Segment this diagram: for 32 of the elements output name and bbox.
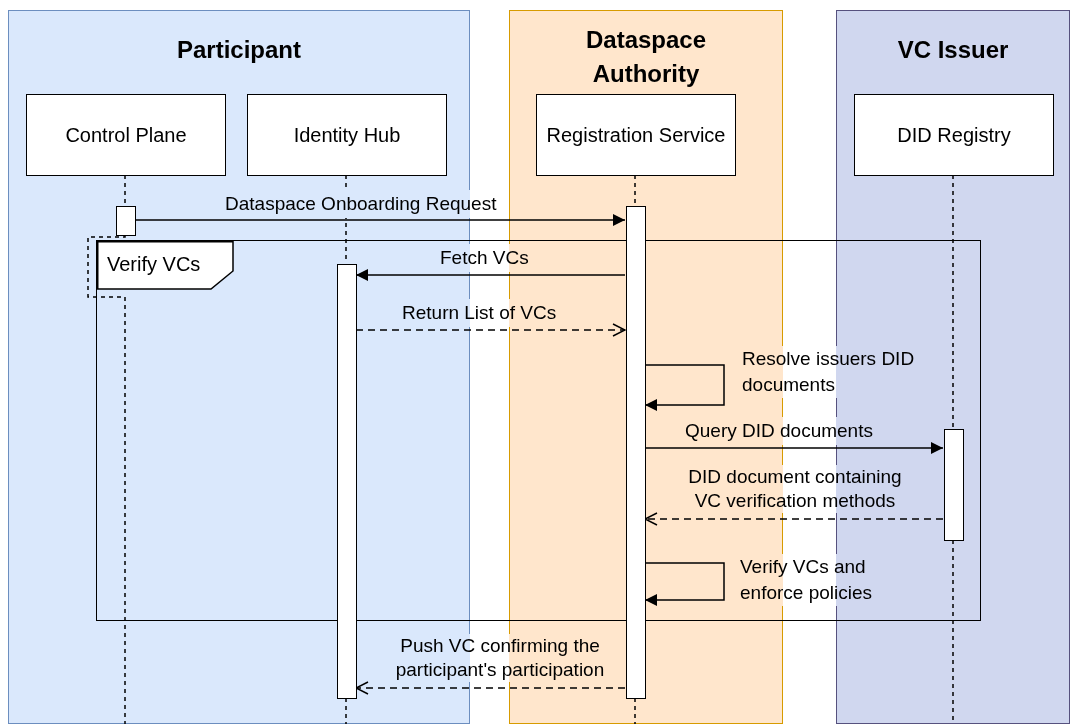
frame-label: Verify VCs [107,252,201,277]
activation-bar [626,206,646,699]
message-arrow [644,442,944,454]
lifeline [634,697,636,724]
lifeline [87,234,126,724]
lane-title: Participant [176,35,302,65]
activation-bar [116,206,136,236]
lane-title: VC Issuer [896,35,1010,65]
participant-box: Identity Hub [247,94,447,176]
fragment-tag [97,241,234,290]
participant-box: Control Plane [26,94,226,176]
lifeline [952,174,954,429]
message-arrow [644,512,944,526]
message-arrow [355,681,626,695]
message-arrow [134,214,626,226]
lifeline [124,174,126,206]
message-label: Return List of VCs [402,299,557,327]
message-arrow [355,323,626,337]
message-label: Dataspace Onboarding Request [225,190,497,218]
message-label: Fetch VCs [440,244,529,272]
activation-bar [337,264,357,699]
message-arrow [355,269,626,281]
message-label: Resolve issuers DID documents [742,346,917,398]
message-arrow [644,364,725,411]
message-label: Query DID documents [685,417,873,445]
participant-box: DID Registry [854,94,1054,176]
participant-box: Registration Service [536,94,736,176]
activation-bar [944,429,964,541]
lane-title: Dataspace Authority [584,25,708,89]
message-arrow [644,562,725,606]
lifeline [345,697,347,724]
lifeline [634,174,636,206]
